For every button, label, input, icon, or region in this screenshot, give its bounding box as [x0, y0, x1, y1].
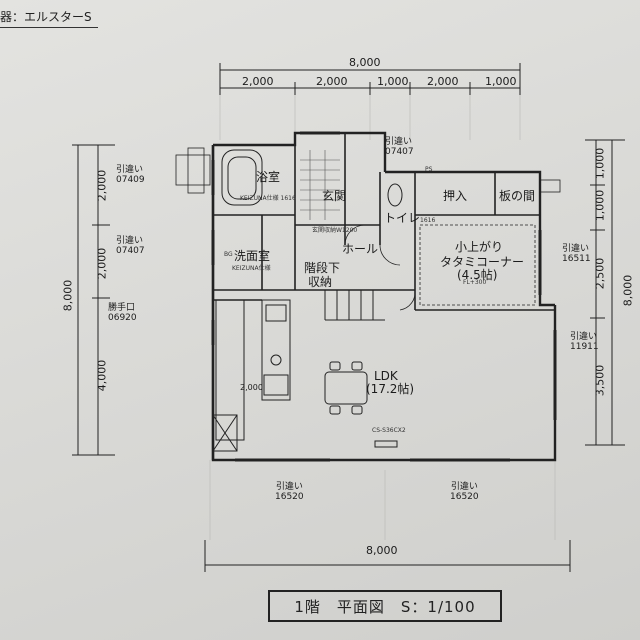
room-label-board: 板の間	[499, 189, 536, 203]
dim-right-seg: 3,500	[593, 364, 607, 397]
dim-left-seg: 2,000	[95, 169, 109, 202]
dim-right-seg: 1,000	[593, 147, 607, 180]
north-wall	[213, 131, 387, 172]
dim-top-seg: 2,000	[316, 75, 348, 88]
room-label-tatami-size: (4.5帖)	[457, 268, 498, 282]
door-swing	[344, 224, 366, 246]
room-label-closet: 押入	[443, 189, 468, 203]
room-label-toilet: トイレ	[384, 211, 421, 225]
note-bg: BG	[224, 251, 233, 258]
room-label-under-stairs: 階段下	[304, 261, 341, 275]
dining-table	[324, 371, 368, 405]
room-label-washroom: 洗面室	[234, 249, 271, 263]
note-toilet-spec: 1616	[420, 217, 436, 224]
dim-bottom-total: 8,000	[366, 544, 398, 557]
dim-left-seg: 4,000	[95, 359, 109, 392]
dim-top-seg: 2,000	[242, 75, 274, 88]
tv-cabinet	[374, 440, 398, 448]
toilet-bowl	[387, 183, 403, 207]
note-fl: FL+300	[463, 279, 487, 286]
bathtub-shape	[221, 149, 263, 206]
dim-right-total: 8,000	[621, 274, 635, 307]
header-label: 器：エルスターS	[0, 8, 98, 28]
dim-top-seg: 1,000	[377, 75, 409, 88]
room-label-hall: ホール	[342, 242, 379, 256]
room-label-ldk: LDK	[374, 369, 398, 383]
dim-top-total: 8,000	[349, 56, 381, 69]
dim-right-seg: 2,500	[593, 257, 607, 290]
kitchen-island	[261, 299, 291, 401]
room-label-under-stairs-2: 収納	[308, 275, 333, 289]
note-ps: PS	[425, 166, 433, 173]
room-label-bath: 浴室	[256, 170, 281, 184]
note-bath-spec: KEIZUNA仕様 1616	[240, 195, 296, 202]
note-wash-spec: KEIZUNA仕様	[232, 265, 271, 272]
entrance-hatch	[300, 150, 340, 220]
room-label-entrance: 玄関	[322, 189, 347, 203]
note-shoes: 玄関収納W1200	[312, 227, 358, 234]
room-label-tatami-2: タタミコーナー	[440, 255, 525, 269]
kitchen-counter	[215, 299, 245, 441]
room-label-ldk-size: (17.2帖)	[366, 382, 415, 396]
drawing-title: 1階 平面図 S：1/100	[268, 590, 502, 622]
room-label-tatami: 小上がり	[455, 240, 504, 254]
staircase	[324, 289, 385, 321]
dim-kitchen-width: 2,000	[240, 383, 263, 392]
dim-right-seg: 1,000	[593, 189, 607, 222]
pantry-box	[212, 414, 238, 452]
note-tv-spec: CS-S36CX2	[372, 427, 406, 434]
dim-top-seg: 2,000	[427, 75, 459, 88]
dim-left-seg: 2,000	[95, 247, 109, 280]
dim-left-total: 8,000	[61, 279, 75, 312]
dim-top-seg: 1,000	[485, 75, 517, 88]
